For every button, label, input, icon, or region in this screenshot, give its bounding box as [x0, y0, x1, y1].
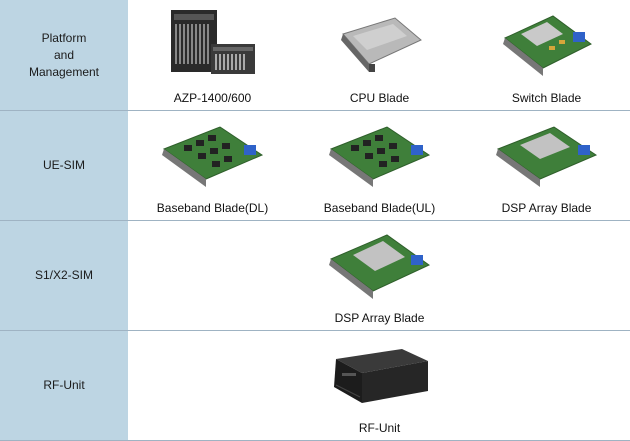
row-label-rf-unit: RF-Unit [0, 331, 128, 440]
row-platform-management: Platform and Management [0, 0, 630, 111]
blade-icon [499, 10, 595, 80]
row-ue-sim: UE-SIM Baseband [0, 111, 630, 221]
row-items: RF-Unit [128, 331, 630, 440]
item-caption: DSP Array Blade [501, 201, 592, 215]
blade-icon [335, 14, 425, 76]
item-caption: DSP Array Blade [334, 311, 425, 325]
item-caption: CPU Blade [349, 91, 410, 105]
rf-unit-icon [328, 345, 432, 407]
item-dsp-array-blade: DSP Array Blade [463, 111, 630, 220]
blade-icon [325, 229, 435, 303]
item-dsp-array-blade: DSP Array Blade [296, 221, 463, 330]
blade-icon [492, 121, 602, 191]
item-baseband-blade-ul: Baseband Blade(UL) [296, 111, 463, 220]
item-caption: AZP-1400/600 [173, 91, 252, 105]
row-items: Baseband Blade(DL) [128, 111, 630, 220]
item-caption: Switch Blade [511, 91, 582, 105]
row-label-ue-sim: UE-SIM [0, 111, 128, 220]
item-switch-blade: Switch Blade [463, 0, 630, 110]
row-label-s1-x2-sim: S1/X2-SIM [0, 221, 128, 330]
row-items: AZP-1400/600 CPU Blade [128, 0, 630, 110]
item-baseband-blade-dl: Baseband Blade(DL) [129, 111, 296, 220]
item-caption: Baseband Blade(DL) [156, 201, 269, 215]
item-azp-1400-600: AZP-1400/600 [129, 0, 296, 110]
item-caption: RF-Unit [358, 421, 401, 435]
blade-icon [158, 121, 268, 191]
chassis-icon [165, 6, 261, 78]
blade-icon [325, 121, 435, 191]
item-cpu-blade: CPU Blade [296, 0, 463, 110]
row-items: DSP Array Blade [128, 221, 630, 330]
item-caption: Baseband Blade(UL) [323, 201, 436, 215]
row-label-platform-management: Platform and Management [0, 0, 128, 110]
row-rf-unit: RF-Unit RF-Unit [0, 331, 630, 441]
item-rf-unit: RF-Unit [296, 331, 463, 440]
row-s1-x2-sim: S1/X2-SIM DSP Array Blade [0, 221, 630, 331]
